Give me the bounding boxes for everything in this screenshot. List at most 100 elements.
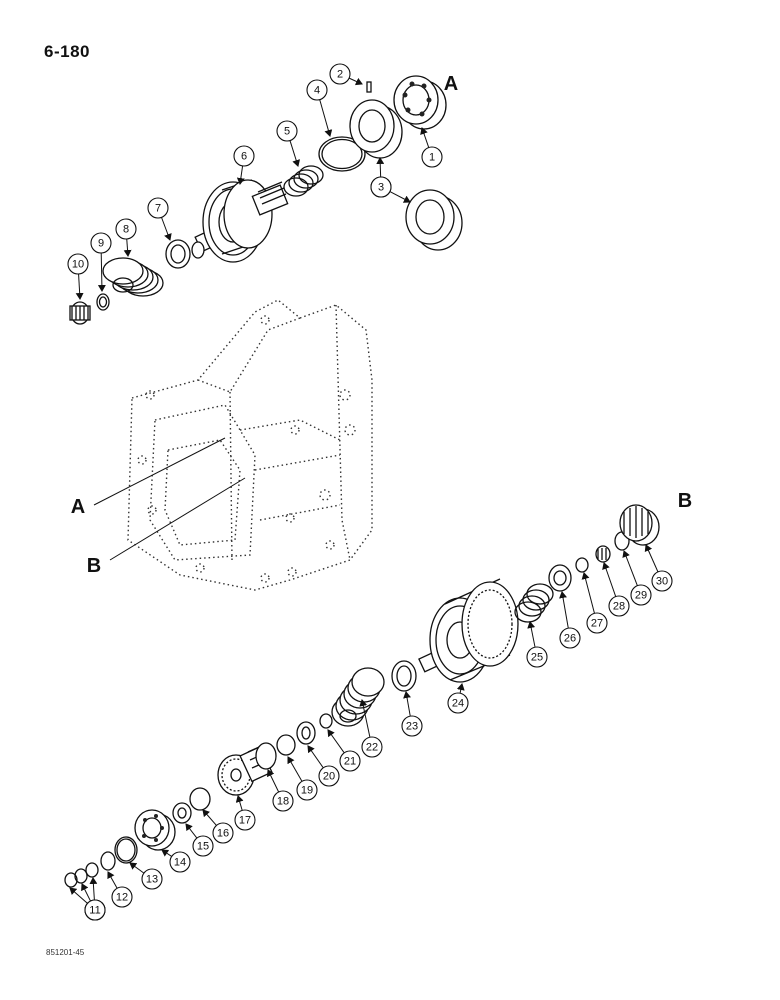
part-10-roller-bearing bbox=[69, 301, 91, 325]
callout-24-circle bbox=[447, 692, 469, 714]
callout-1-label: 1 bbox=[429, 152, 435, 164]
callout-14-circle bbox=[169, 851, 191, 873]
callout-9-label: 9 bbox=[98, 238, 104, 250]
part-6-clutch-shaft bbox=[191, 179, 289, 263]
callout-19-label: 19 bbox=[301, 785, 313, 797]
callout-14: 14 bbox=[161, 849, 191, 873]
callout-5-circle bbox=[276, 120, 298, 142]
part-15-washer bbox=[172, 802, 192, 824]
figure-code: 851201-45 bbox=[46, 948, 85, 957]
callout-3-label: 3 bbox=[378, 182, 384, 194]
callout-15-circle bbox=[192, 835, 214, 857]
part-5-spring bbox=[283, 165, 324, 197]
callout-4-leader bbox=[319, 99, 333, 137]
callout-6-leader bbox=[236, 165, 245, 185]
callout-7-label: 7 bbox=[155, 203, 161, 215]
reference-label-b-right: B bbox=[678, 490, 692, 512]
callout-2: 2 bbox=[329, 63, 363, 86]
callout-27-label: 27 bbox=[591, 618, 603, 630]
callout-27-circle bbox=[586, 612, 608, 634]
callout-13-label: 13 bbox=[146, 874, 158, 886]
part-12-ring bbox=[100, 851, 116, 871]
callout-21-leader bbox=[327, 729, 345, 754]
callout-10-circle bbox=[67, 253, 89, 275]
callout-19-leader bbox=[287, 756, 303, 782]
callout-7: 7 bbox=[147, 197, 172, 241]
callout-22-leader bbox=[359, 699, 371, 738]
callout-14-label: 14 bbox=[174, 857, 186, 869]
callout-12: 12 bbox=[107, 871, 133, 908]
part-3-piston-lower bbox=[405, 189, 463, 251]
callout-28-leader bbox=[602, 562, 617, 597]
callout-17-leader bbox=[235, 795, 244, 811]
callout-4: 4 bbox=[306, 79, 333, 137]
callout-5-leader bbox=[289, 140, 301, 167]
callout-6: 6 bbox=[233, 145, 255, 185]
callout-21-circle bbox=[339, 750, 361, 772]
part-20-washer bbox=[296, 721, 316, 745]
callout-21: 21 bbox=[327, 729, 361, 772]
callout-14-leader bbox=[161, 849, 172, 857]
callout-8: 8 bbox=[115, 218, 137, 257]
callout-10-label: 10 bbox=[72, 259, 84, 271]
part-23-spacer bbox=[391, 660, 417, 692]
callout-6-circle bbox=[233, 145, 255, 167]
callout-11-label: 11 bbox=[89, 905, 100, 917]
callout-26-label: 26 bbox=[564, 633, 576, 645]
callout-3: 3 bbox=[370, 176, 411, 203]
callout-13: 13 bbox=[129, 862, 163, 890]
callout-9-circle bbox=[90, 232, 112, 254]
callout-18-label: 18 bbox=[277, 796, 289, 808]
page-number: 6-180 bbox=[44, 42, 90, 61]
callout-20-label: 20 bbox=[323, 771, 335, 783]
callout-19-circle bbox=[296, 779, 318, 801]
part-16-snap-ring bbox=[189, 787, 211, 811]
callout-29-circle bbox=[630, 584, 652, 606]
callout-1: 1 bbox=[420, 127, 443, 168]
callout-23-label: 23 bbox=[406, 721, 418, 733]
part-2-pin bbox=[366, 81, 372, 93]
callout-23-leader bbox=[403, 691, 411, 717]
callout-18-circle bbox=[272, 790, 294, 812]
part-9-snap-ring bbox=[96, 293, 110, 311]
callout-4-label: 4 bbox=[314, 85, 320, 97]
callout-30-leader bbox=[644, 544, 659, 573]
callout-9: 9 bbox=[90, 232, 112, 292]
callout-23: 23 bbox=[401, 691, 423, 737]
part-26-washer bbox=[548, 564, 572, 592]
callout-3-leader bbox=[389, 191, 411, 203]
part-7-spacer bbox=[165, 239, 191, 269]
callout-11-leader bbox=[69, 887, 88, 904]
callout-18-leader bbox=[267, 769, 280, 793]
callout-28-circle bbox=[608, 595, 630, 617]
part-28-needle-bearing bbox=[595, 545, 611, 563]
callout-19: 19 bbox=[287, 756, 318, 801]
callout-29-label: 29 bbox=[635, 590, 647, 602]
callout-30-label: 30 bbox=[656, 576, 668, 588]
part-11-snap-rings bbox=[64, 862, 99, 888]
callout-8-leader bbox=[123, 238, 132, 257]
callout-16: 16 bbox=[202, 809, 234, 844]
callout-8-circle bbox=[115, 218, 137, 240]
callout-29-leader bbox=[622, 550, 638, 586]
callout-2-circle bbox=[329, 63, 351, 85]
callout-25-label: 25 bbox=[531, 652, 543, 664]
callout-17: 17 bbox=[234, 795, 256, 831]
callout-17-label: 17 bbox=[239, 815, 251, 827]
callout-12-label: 12 bbox=[116, 892, 128, 904]
callout-11-leader bbox=[89, 877, 98, 901]
callout-7-leader bbox=[161, 217, 172, 241]
reference-label-a-left: A bbox=[71, 496, 85, 518]
upper-shaft-assembly bbox=[69, 75, 463, 325]
callout-12-leader bbox=[107, 871, 118, 889]
part-8-spring bbox=[102, 257, 164, 297]
callout-18: 18 bbox=[267, 769, 294, 812]
callout-9-leader bbox=[97, 252, 106, 292]
callout-30: 30 bbox=[644, 544, 673, 592]
callout-22: 22 bbox=[359, 699, 383, 758]
callout-28: 28 bbox=[602, 562, 630, 617]
callout-28-label: 28 bbox=[613, 601, 625, 613]
part-3-piston-upper bbox=[349, 99, 403, 159]
callout-13-leader bbox=[129, 862, 145, 874]
